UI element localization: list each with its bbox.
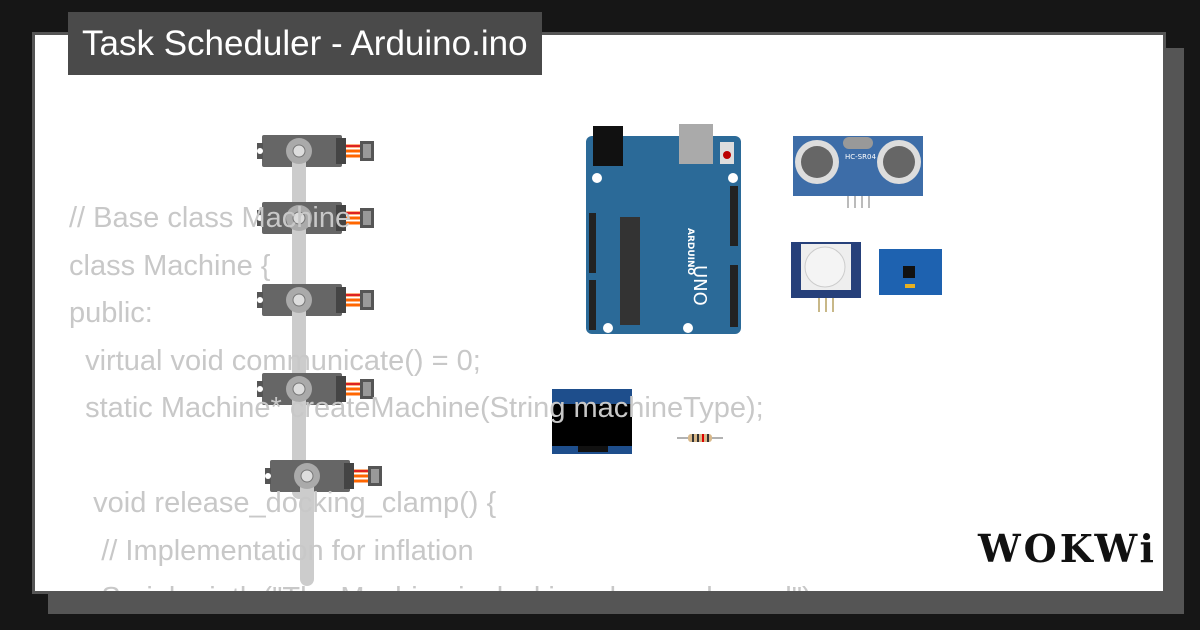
servo-1: [255, 133, 376, 263]
imu-module[interactable]: [879, 249, 942, 295]
resistor[interactable]: [677, 434, 723, 442]
oled-display[interactable]: [552, 389, 632, 454]
arduino-uno[interactable]: ARDUINO UNO: [586, 124, 741, 334]
servo-5: [263, 458, 384, 588]
ultrasonic-label: HC-SR04: [845, 153, 876, 161]
page-title: Task Scheduler - Arduino.ino: [68, 12, 542, 75]
arduino-model: UNO: [689, 265, 710, 306]
arduino-brand: ARDUINO: [685, 228, 695, 276]
pir-sensor[interactable]: [791, 242, 861, 312]
wokwi-logo: WOKWi: [978, 526, 1157, 571]
ultrasonic-sensor[interactable]: HC-SR04: [793, 136, 923, 208]
